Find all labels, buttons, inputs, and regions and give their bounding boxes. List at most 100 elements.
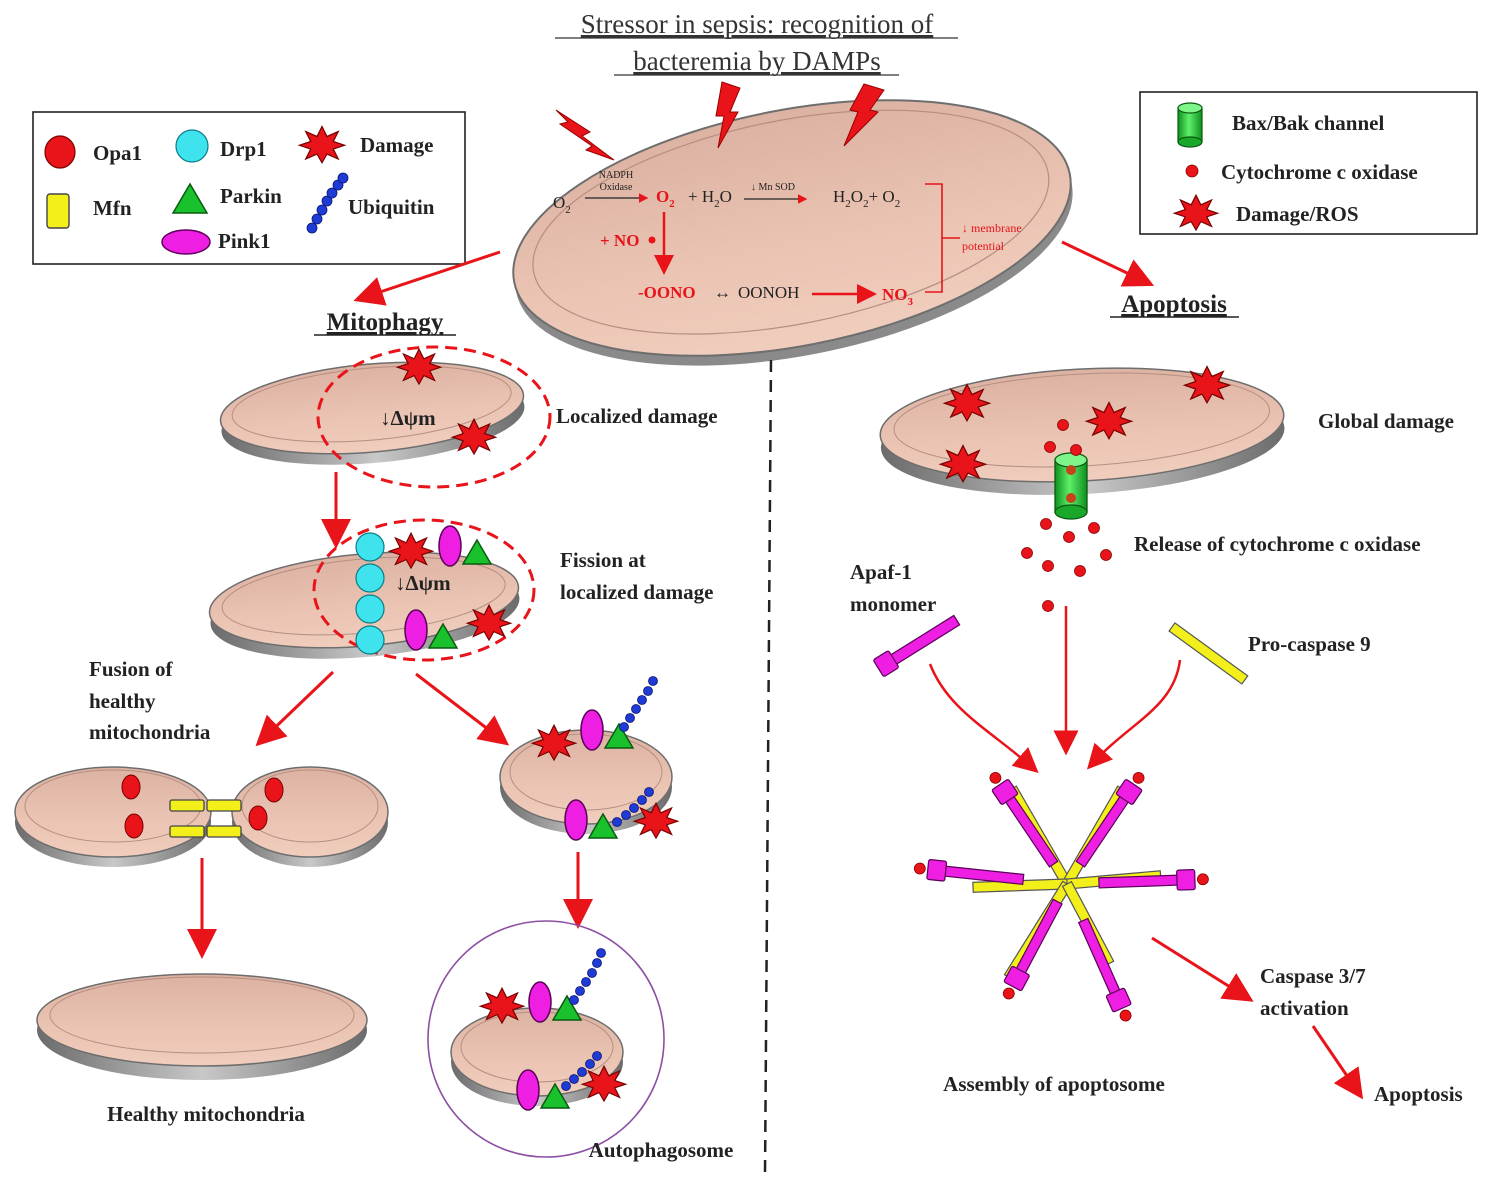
localized-damage-label: Localized damage bbox=[556, 404, 718, 428]
pink1-icon bbox=[161, 229, 211, 255]
damage-icon bbox=[939, 444, 987, 483]
fusion-label-3: mitochondria bbox=[89, 720, 211, 744]
opa1-icon bbox=[44, 135, 76, 169]
fission-label-2: localized damage bbox=[560, 580, 713, 604]
damage-icon bbox=[531, 724, 577, 761]
autophagosome-label: Autophagosome bbox=[589, 1138, 734, 1162]
diagram-title: Stressor in sepsis: recognition of bacte… bbox=[555, 9, 958, 76]
svg-text:+ NO: + NO bbox=[600, 231, 639, 250]
damage-icon bbox=[633, 802, 679, 839]
svg-text:OONOH: OONOH bbox=[738, 283, 799, 302]
healthy-mitochondrion: Healthy mitochondria bbox=[36, 973, 368, 1126]
svg-text:O2: O2 bbox=[553, 193, 571, 216]
title-line-2: bacteremia by DAMPs bbox=[633, 46, 880, 76]
ubiquitin-icon bbox=[306, 172, 349, 234]
svg-text:potential: potential bbox=[962, 239, 1005, 253]
svg-text:+ H2O: + H2O bbox=[688, 187, 732, 210]
fusion-label-1: Fusion of bbox=[89, 657, 173, 681]
ros-reaction-scheme: O2 NADPH Oxidase O2 + H2O ↓ Mn SOD H2O2+… bbox=[553, 170, 1022, 308]
legend-damage-ros: Damage/ROS bbox=[1236, 202, 1359, 226]
mitochondrion-localized-damage: ↓Δψm Localized damage bbox=[219, 345, 718, 489]
legend-opa1: Opa1 bbox=[93, 141, 142, 165]
apoptosis-final-label: Apoptosis bbox=[1374, 1082, 1463, 1106]
legend-cytochrome: Cytochrome c oxidase bbox=[1221, 160, 1418, 184]
damage-icon bbox=[451, 418, 497, 455]
bax-bak-channel-icon bbox=[1177, 102, 1203, 148]
svg-text:NO3: NO3 bbox=[882, 285, 914, 308]
lightning-icon bbox=[715, 81, 741, 149]
damage-icon bbox=[581, 1065, 627, 1102]
mitophagy-heading: Mitophagy bbox=[327, 309, 444, 336]
mitochondrion-global-damage: Global damage Release of cytochrome c ox… bbox=[879, 365, 1454, 612]
arrow-to-mitophagy bbox=[353, 250, 501, 306]
top-mitochondrion: O2 NADPH Oxidase O2 + H2O ↓ Mn SOD H2O2+… bbox=[512, 81, 1073, 366]
legend-ubiquitin: Ubiquitin bbox=[348, 195, 435, 219]
bax-bak-channel bbox=[1054, 452, 1088, 520]
arrow-to-apoptosis bbox=[1061, 240, 1155, 287]
damage-icon bbox=[298, 125, 346, 164]
damage-icon bbox=[479, 987, 525, 1024]
apoptosis-heading: Apoptosis bbox=[1121, 291, 1227, 318]
arrow-apaf bbox=[928, 663, 1039, 773]
drp1-icon bbox=[175, 129, 209, 163]
svg-text:O2: O2 bbox=[656, 187, 675, 210]
release-label: Release of cytochrome c oxidase bbox=[1134, 532, 1421, 556]
arrow-procaspase bbox=[1086, 659, 1182, 770]
fusion-label-2: healthy bbox=[89, 689, 156, 713]
legend-parkin: Parkin bbox=[220, 184, 282, 208]
delta-psi-label: ↓Δψm bbox=[395, 571, 451, 595]
delta-psi-label: ↓Δψm bbox=[380, 406, 436, 430]
procaspase-label: Pro-caspase 9 bbox=[1248, 632, 1371, 656]
mfn-icon bbox=[46, 193, 70, 229]
svg-text:↓ membrane: ↓ membrane bbox=[962, 221, 1022, 235]
legend-drp1: Drp1 bbox=[220, 137, 267, 161]
cytochrome-icon bbox=[1185, 164, 1199, 178]
global-damage-label: Global damage bbox=[1318, 409, 1454, 433]
pink1-parkin-icon bbox=[438, 525, 492, 567]
damage-icon bbox=[396, 348, 442, 385]
svg-text:NADPH: NADPH bbox=[599, 170, 633, 181]
svg-text:H2O2+ O2: H2O2+ O2 bbox=[833, 187, 900, 210]
apaf-1-monomer bbox=[873, 614, 961, 677]
svg-text:↔: ↔ bbox=[714, 283, 731, 302]
mitochondrion-fission: ↓Δψm Fission at localized damage bbox=[208, 518, 713, 662]
ubiquitin-chain bbox=[612, 676, 658, 827]
svg-text:Oxidase: Oxidase bbox=[600, 182, 633, 193]
ubiquitin-chain bbox=[561, 948, 606, 1091]
svg-text:↓ Mn SOD: ↓ Mn SOD bbox=[751, 182, 795, 193]
legend-bax-bak: Bax/Bak channel bbox=[1232, 111, 1384, 135]
mfn-tethers bbox=[169, 799, 242, 838]
assembly-label: Assembly of apoptosome bbox=[943, 1072, 1165, 1096]
legend-pink1: Pink1 bbox=[218, 229, 271, 253]
legend-mfn: Mfn bbox=[93, 196, 132, 220]
lightning-icon bbox=[555, 109, 615, 161]
fission-label-1: Fission at bbox=[560, 548, 646, 572]
apaf-label-2: monomer bbox=[850, 592, 936, 616]
apaf-label-1: Apaf-1 bbox=[850, 560, 912, 584]
damage-icon bbox=[1085, 401, 1133, 440]
drp1-chain bbox=[355, 532, 385, 655]
autophagosome: Autophagosome bbox=[427, 920, 734, 1162]
damage-icon bbox=[943, 383, 991, 422]
legend-right: Bax/Bak channel Cytochrome c oxidase Dam… bbox=[1139, 91, 1478, 235]
apoptosome: Assembly of apoptosome bbox=[912, 767, 1210, 1096]
pro-caspase-9 bbox=[1168, 622, 1249, 685]
damage-ros-icon bbox=[1173, 194, 1219, 231]
legend-left: Opa1 Drp1 Damage Mfn Parkin Ubiquitin Pi… bbox=[32, 111, 466, 265]
legend-damage: Damage bbox=[360, 133, 433, 157]
caspase-label-2: activation bbox=[1260, 996, 1349, 1020]
healthy-label: Healthy mitochondria bbox=[107, 1102, 305, 1126]
fusion-mitochondria bbox=[14, 766, 389, 867]
damage-icon bbox=[388, 532, 434, 569]
lightning-icon bbox=[843, 83, 885, 147]
tagged-mitochondrion bbox=[499, 676, 679, 841]
caspase-label-1: Caspase 3/7 bbox=[1260, 964, 1366, 988]
damage-icon bbox=[1183, 365, 1231, 404]
svg-text:-OONO: -OONO bbox=[638, 283, 696, 302]
section-divider bbox=[763, 359, 773, 1176]
damage-icon bbox=[466, 604, 512, 641]
parkin-icon bbox=[171, 182, 209, 214]
title-line-1: Stressor in sepsis: recognition of bbox=[581, 9, 933, 39]
